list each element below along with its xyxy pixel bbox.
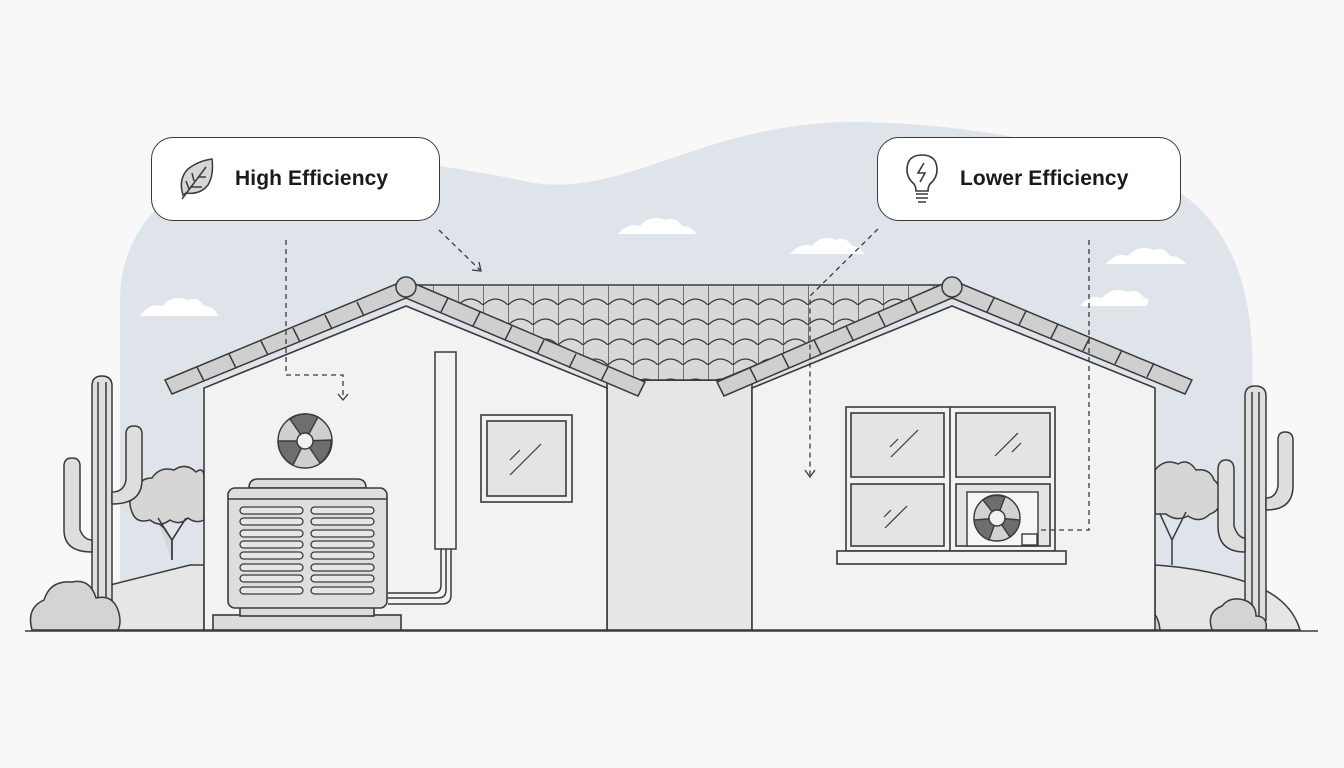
left-roof-edge — [163, 276, 647, 397]
central-ac-unit — [212, 478, 402, 631]
leader-arrowheads — [337, 261, 816, 479]
window-left — [480, 414, 573, 503]
tree-left — [129, 465, 205, 560]
window-right — [836, 406, 1067, 565]
high-efficiency-text: High Efficiency — [235, 167, 389, 190]
center-wall — [606, 379, 753, 631]
lightbulb-icon — [902, 151, 942, 207]
lower-efficiency-label: Lower Efficiency — [877, 137, 1181, 221]
line-set-pipe — [388, 351, 457, 605]
leader-lines — [285, 228, 1090, 531]
window-ac-unit — [966, 491, 1039, 547]
right-roof-edge — [715, 276, 1194, 397]
fan-icon-central — [277, 413, 333, 469]
cactus-right — [1217, 385, 1294, 621]
hill-left — [109, 564, 205, 631]
clouds — [140, 218, 1186, 316]
lower-efficiency-text: Lower Efficiency — [960, 167, 1129, 190]
cactus-left — [63, 375, 143, 621]
high-efficiency-label: High Efficiency — [151, 137, 440, 221]
leaf-icon — [178, 157, 216, 201]
tree-right — [1154, 461, 1221, 565]
